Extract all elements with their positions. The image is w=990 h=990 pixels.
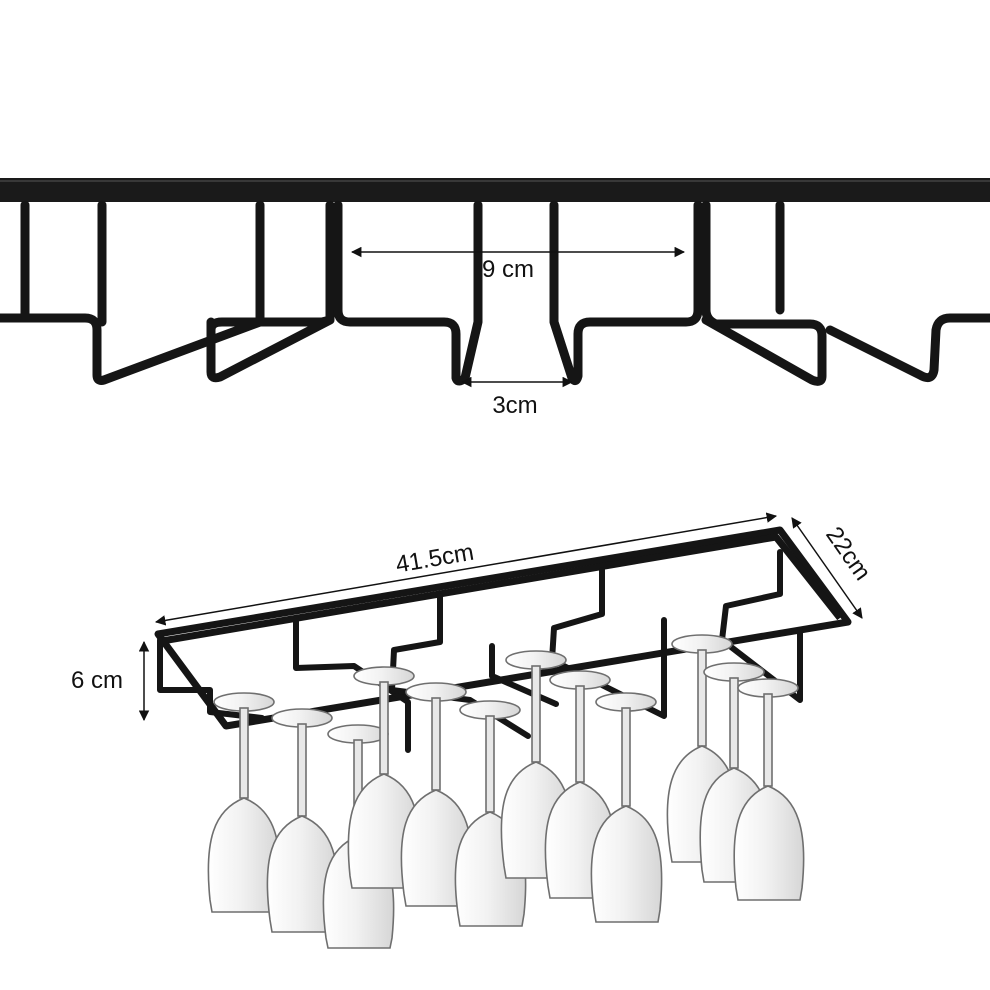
top-arm-left-partial xyxy=(0,200,265,385)
top-arm-center-left xyxy=(333,200,483,386)
depth-dimension-line xyxy=(791,517,863,619)
wine-glasses xyxy=(207,634,805,949)
top-arm-center-right xyxy=(549,200,703,386)
top-arm-right xyxy=(701,200,827,386)
wine-glass-9 xyxy=(590,692,663,923)
top-arm-right-partial xyxy=(825,313,990,383)
rack-arm-2 xyxy=(293,615,411,753)
wine-glass-1 xyxy=(207,692,281,913)
top-rack-closeup: 9 cm 3cm xyxy=(0,178,990,419)
wine-glass-2 xyxy=(266,708,339,933)
height-label: 6 cm xyxy=(71,667,123,694)
top-arm-left xyxy=(97,200,335,383)
bottom-rack-perspective: 41.5cm 22cm 6 cm xyxy=(71,512,876,949)
depth-label: 22cm xyxy=(820,522,876,586)
length-dimension-line xyxy=(154,512,778,626)
length-label: 41.5cm xyxy=(394,539,476,579)
top-main-bar xyxy=(0,178,990,202)
spacing-label: 9 cm xyxy=(482,256,534,283)
rack-arm-1 xyxy=(157,637,265,721)
wine-glass-5 xyxy=(400,682,473,907)
wine-glass-12 xyxy=(733,678,805,901)
gap-label: 3cm xyxy=(492,392,537,419)
